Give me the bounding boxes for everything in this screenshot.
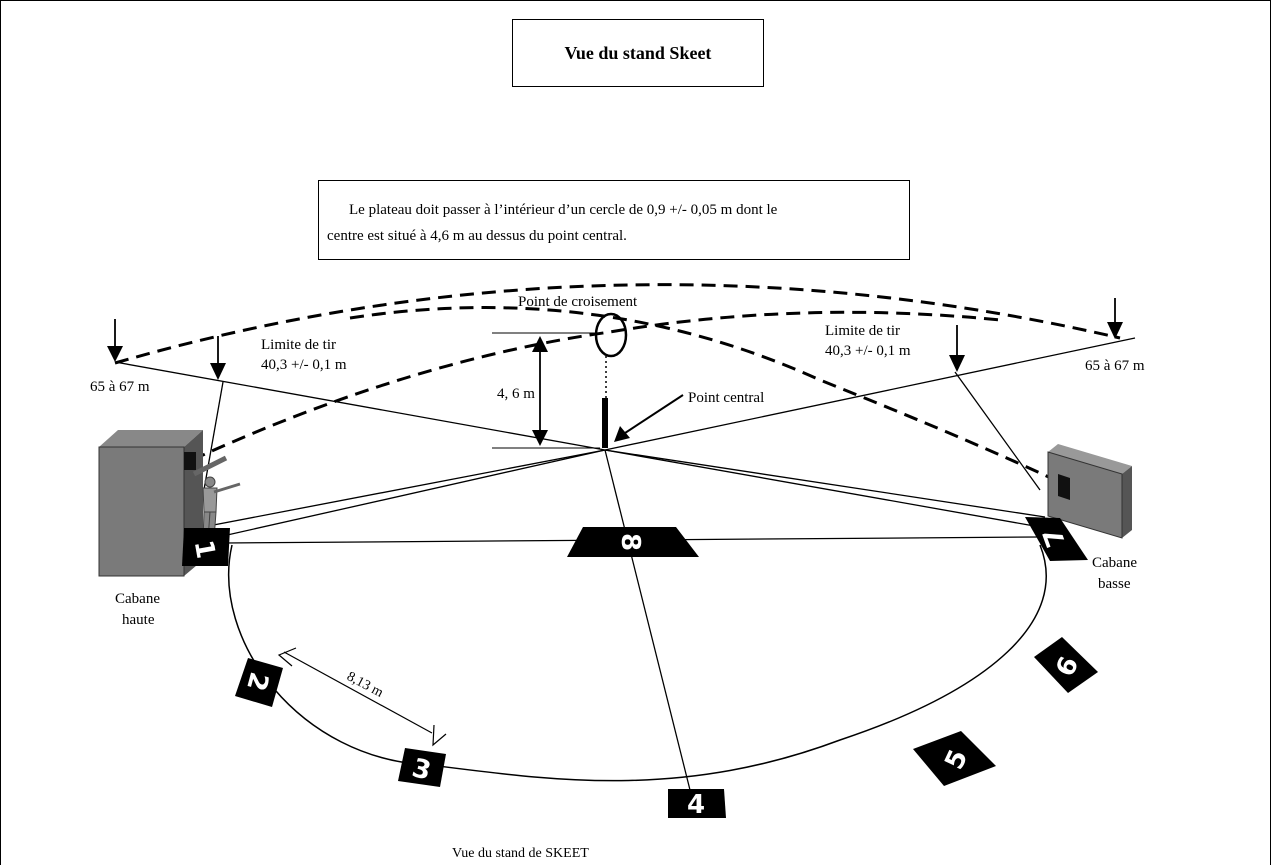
low-house	[1047, 444, 1132, 539]
limit-line-right	[604, 337, 1136, 451]
caption-label: Vue du stand de SKEET	[452, 846, 589, 861]
center-point-label: Point central	[688, 390, 764, 406]
high-house	[98, 430, 203, 577]
spacing-arrow-head-start	[277, 647, 297, 667]
note-line-2: centre est situé à 4,6 m au dessus du po…	[327, 228, 627, 244]
shooter-figure	[192, 455, 241, 541]
firing-limit-right-value: 40,3 +/- 0,1 m	[825, 343, 911, 359]
center-pointer-line	[621, 394, 684, 436]
line-center-high-house-b	[204, 449, 606, 541]
height-arrow-down-head	[532, 430, 548, 446]
height-arrow-up-head	[532, 336, 548, 352]
diagram-title: Vue du stand Skeet	[512, 19, 764, 87]
height-label: 4, 6 m	[497, 386, 535, 402]
distance-left-label: 65 à 67 m	[90, 379, 150, 395]
station-6: 6	[1034, 637, 1098, 693]
spacing-arrow-head-end	[432, 724, 447, 747]
note-line-1: Le plateau doit passer à l’intérieur d’u…	[349, 202, 778, 218]
svg-text:1: 1	[188, 538, 221, 561]
firing-limit-left-label: Limite de tir	[261, 337, 336, 353]
svg-text:4: 4	[687, 790, 705, 820]
firing-limit-right-line	[954, 371, 1041, 491]
high-house-label-1: Cabane	[115, 591, 160, 607]
trajectory-outer	[114, 283, 1121, 365]
station-2: 2	[235, 658, 283, 707]
arrow-far-right	[1107, 298, 1123, 339]
spacing-arrow-line	[283, 651, 433, 734]
station-8: 8	[567, 527, 699, 557]
station-3: 3	[398, 748, 446, 787]
firing-limit-left-value: 40,3 +/- 0,1 m	[261, 357, 347, 373]
line-center-station-4	[604, 449, 691, 791]
arrow-far-left	[107, 319, 123, 362]
line-center-low-house-a	[604, 449, 1046, 518]
crossing-circle	[594, 312, 628, 358]
arrow-limit-left	[210, 336, 226, 380]
trajectory-low-house	[349, 306, 1056, 482]
station-5: 5	[913, 731, 996, 786]
arrow-limit-right	[949, 325, 965, 372]
high-house-label-2: haute	[122, 612, 155, 628]
station-1: 1	[182, 528, 230, 566]
line-center-low-house-b	[604, 449, 1041, 528]
low-house-label-2: basse	[1098, 576, 1131, 592]
station-4: 4	[668, 789, 726, 820]
trajectory-high-house	[191, 310, 1001, 462]
note-box: Le plateau doit passer à l’intérieur d’u…	[318, 180, 910, 260]
low-house-label-1: Cabane	[1092, 555, 1137, 571]
limit-line-left	[114, 361, 606, 451]
firing-limit-right-label: Limite de tir	[825, 323, 900, 339]
crossing-point-label: Point de croisement	[518, 294, 638, 310]
distance-right-label: 65 à 67 m	[1085, 358, 1145, 374]
svg-text:8: 8	[615, 533, 645, 551]
center-pole	[602, 398, 608, 448]
center-pointer-head	[614, 426, 630, 442]
station-7: 7	[1025, 517, 1088, 561]
line-center-high-house-a	[202, 449, 606, 528]
